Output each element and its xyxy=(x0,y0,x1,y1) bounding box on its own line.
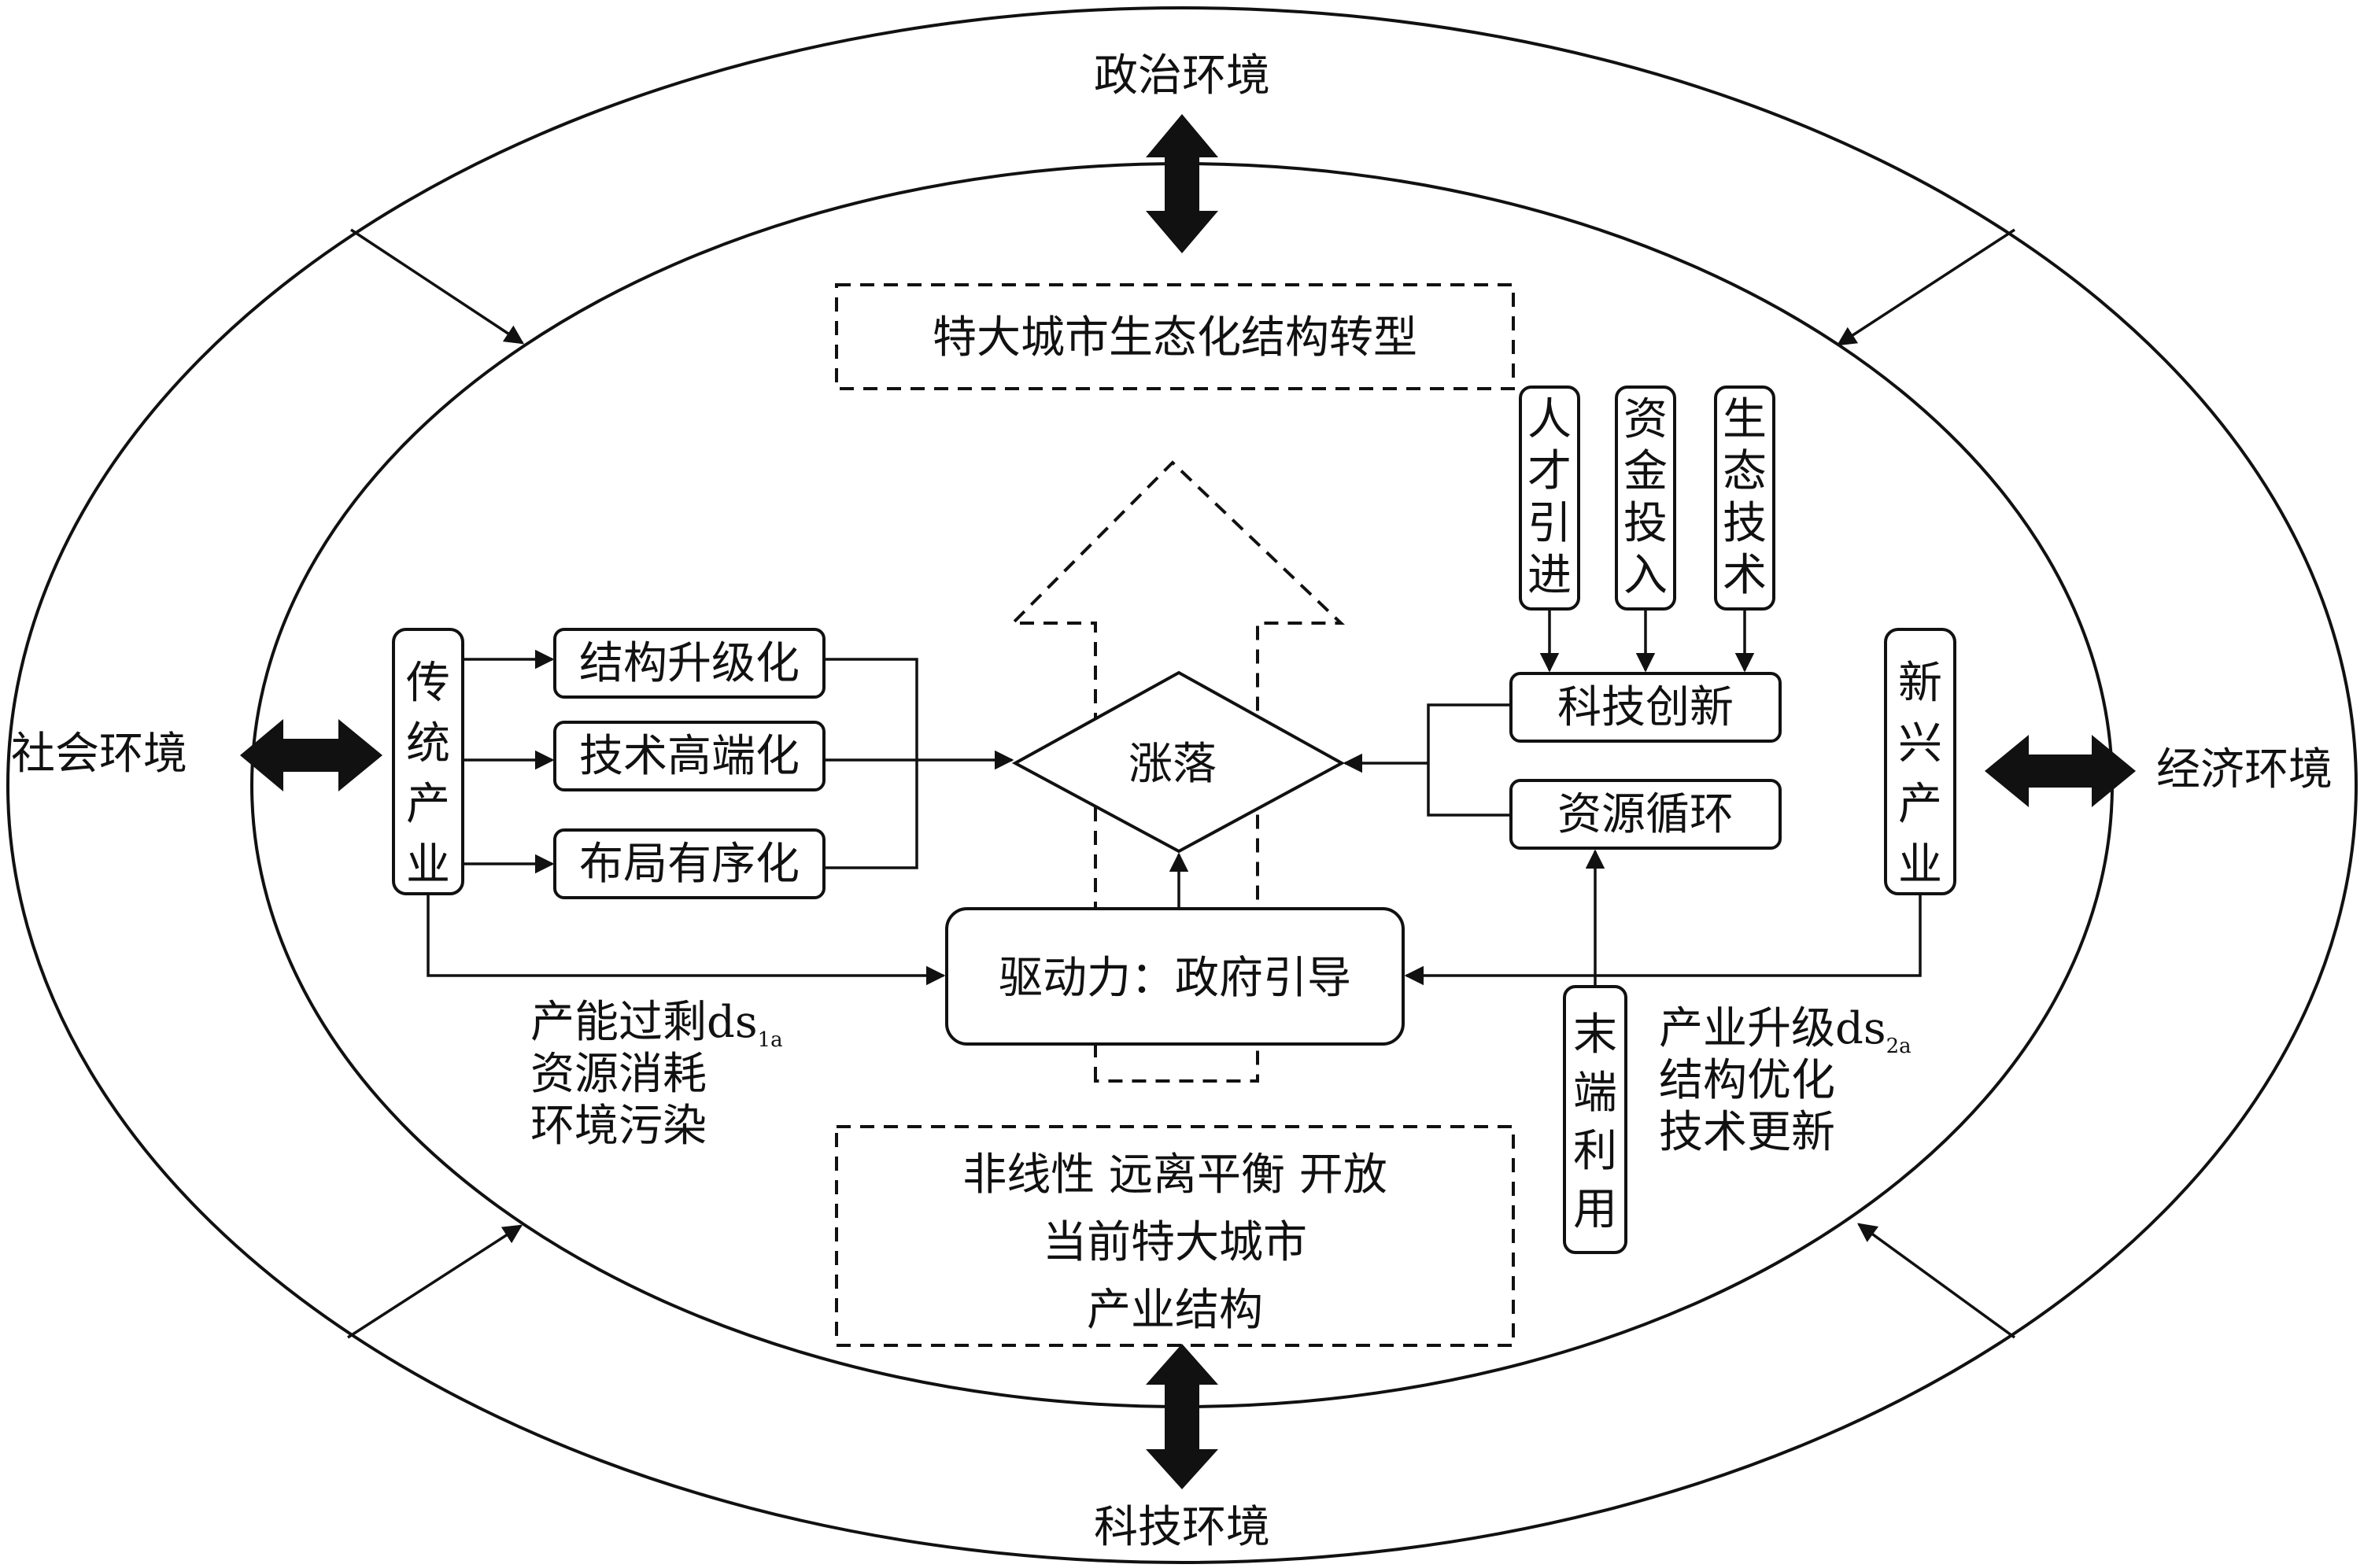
environment-label-bottom: 科技环境 xyxy=(1094,1502,1270,1553)
input-ecotech-char-3: 技 xyxy=(1723,498,1767,549)
environment-label-left: 社会环境 xyxy=(11,729,187,780)
connector-innovation-bracket xyxy=(1427,703,1511,817)
left-note-line-2: 资源消耗 xyxy=(530,1049,707,1100)
input-capital-char-1: 资 xyxy=(1623,394,1668,445)
double-arrow-right xyxy=(1985,735,2136,807)
condition-line-1: 非线性 远离平衡 开放 xyxy=(962,1149,1387,1201)
right-note-line-1: 产业升级ds2a xyxy=(1659,1003,1912,1058)
traditional-industry-char-1: 传 xyxy=(406,658,450,709)
input-talent-char-2: 才 xyxy=(1527,446,1572,497)
output-label-technology: 技术高端化 xyxy=(579,731,800,782)
end-use-char-3: 利 xyxy=(1573,1126,1617,1177)
goal-box xyxy=(835,283,1515,390)
end-use-char-1: 末 xyxy=(1573,1009,1617,1061)
emerging-industry-char-4: 业 xyxy=(1898,839,1942,891)
input-talent-char-1: 人 xyxy=(1527,394,1572,445)
condition-line-2: 当前特大城市 xyxy=(1043,1217,1307,1268)
diagonal-arrow-top-left xyxy=(350,228,525,345)
double-arrow-left xyxy=(240,719,382,791)
input-capital-char-3: 投 xyxy=(1623,498,1668,549)
traditional-industry-char-3: 产 xyxy=(406,779,450,830)
tech-innovation-label: 科技创新 xyxy=(1557,682,1734,733)
right-note-line-2: 结构优化 xyxy=(1659,1055,1835,1106)
double-arrow-bottom xyxy=(1146,1344,1218,1489)
output-label-structure: 结构升级化 xyxy=(579,638,800,689)
fluctuation-diamond xyxy=(1011,670,1346,854)
output-box-layout xyxy=(553,828,826,899)
output-box-structure xyxy=(553,628,826,699)
arrow-traditional-to-driving xyxy=(427,894,946,986)
right-note-line-3: 技术更新 xyxy=(1659,1107,1835,1158)
output-label-layout: 布局有序化 xyxy=(579,839,800,890)
input-ecotech-char-2: 态 xyxy=(1723,446,1767,497)
input-ecotech-char-4: 术 xyxy=(1723,550,1767,601)
output-box-technology xyxy=(553,721,826,791)
driving-force-box xyxy=(945,907,1405,1046)
conditions-box xyxy=(835,1125,1515,1347)
left-note-line-3: 环境污染 xyxy=(530,1101,707,1152)
input-capital-char-4: 入 xyxy=(1623,550,1668,601)
end-use-char-4: 用 xyxy=(1573,1184,1617,1235)
environment-label-top: 政治环境 xyxy=(1094,50,1270,101)
outer-ellipse xyxy=(6,6,2358,1564)
traditional-industry-char-2: 统 xyxy=(406,718,450,769)
diagonal-arrow-bottom-right xyxy=(1857,1223,2016,1339)
environment-label-right: 经济环境 xyxy=(2156,744,2333,795)
emerging-industry-char-1: 新 xyxy=(1898,658,1942,709)
input-capital-char-2: 金 xyxy=(1623,446,1668,497)
traditional-industry-char-4: 业 xyxy=(406,839,450,891)
double-arrow-top xyxy=(1146,114,1218,253)
connector-structure-bracket xyxy=(824,658,918,869)
resource-cycle-label: 资源循环 xyxy=(1557,789,1734,840)
emerging-industry-char-2: 兴 xyxy=(1898,718,1942,769)
goal-label: 特大城市生态化结构转型 xyxy=(933,312,1417,363)
tech-innovation-box xyxy=(1509,672,1782,743)
input-talent-char-3: 引 xyxy=(1527,498,1572,549)
diagonal-arrow-bottom-left xyxy=(347,1224,523,1339)
driving-force-label: 驱动力：政府引导 xyxy=(999,953,1351,1004)
fluctuation-label: 涨落 xyxy=(1128,739,1217,790)
arrow-emerging-to-driving xyxy=(1404,894,1922,986)
diagonal-arrow-top-right xyxy=(1836,228,2015,346)
end-use-char-2: 端 xyxy=(1573,1068,1617,1119)
condition-line-3: 产业结构 xyxy=(1087,1285,1263,1336)
emerging-industry-char-3: 产 xyxy=(1898,779,1942,830)
input-ecotech-char-1: 生 xyxy=(1723,394,1767,445)
left-note-line-1: 产能过剩ds1a xyxy=(530,997,783,1052)
input-talent-char-4: 进 xyxy=(1527,550,1572,601)
